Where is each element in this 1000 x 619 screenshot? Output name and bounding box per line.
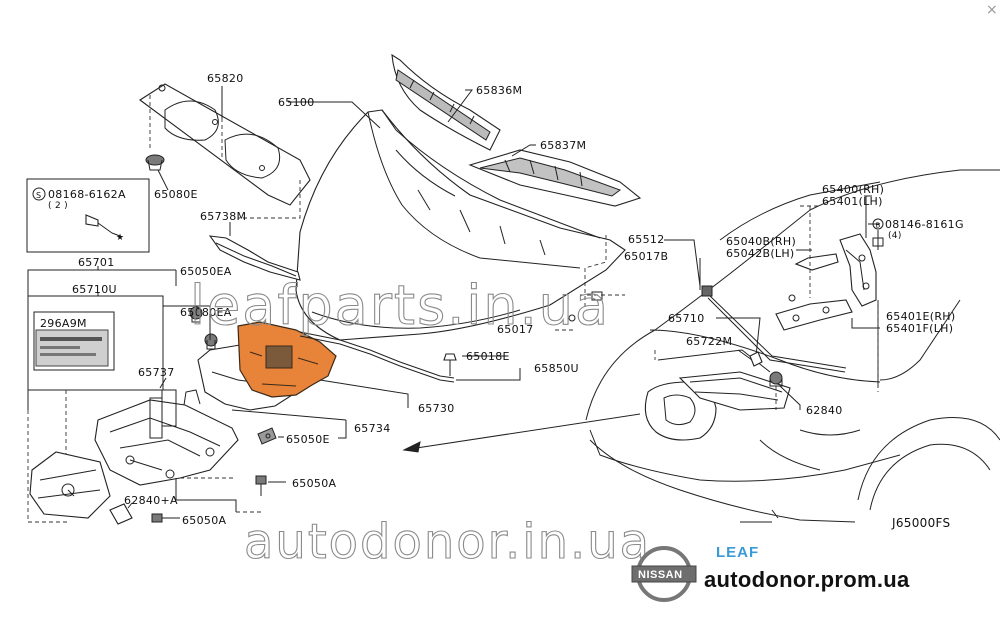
part-65100-hood	[295, 109, 626, 341]
label-62840: 62840	[806, 404, 843, 417]
svg-text:S: S	[36, 191, 41, 200]
diagram-code: J65000FS	[891, 516, 950, 530]
label-65100: 65100	[278, 96, 315, 109]
label-65017: 65017	[497, 323, 534, 336]
part-65050A-bolt	[255, 475, 267, 496]
label-65836M: 65836M	[476, 84, 522, 97]
bolt-box-08168: S ★	[26, 178, 150, 253]
part-65512-clip	[701, 285, 713, 297]
direction-arrow	[402, 413, 641, 453]
label-08168-6162A: 08168-6162A	[48, 188, 126, 201]
part-65738M-seal	[208, 235, 301, 281]
part-62840-bumper	[769, 371, 783, 387]
part-65040B-stay	[788, 253, 839, 302]
label-65850U: 65850U	[534, 362, 579, 375]
label-65018E: 65018E	[466, 350, 510, 363]
label-65050A-upper: 65050A	[292, 477, 336, 490]
part-grille-emblem	[29, 451, 111, 519]
label-65730: 65730	[418, 402, 455, 415]
part-65080E-clip	[145, 154, 165, 171]
part-65722M-clip	[749, 351, 763, 367]
label-65017B: 65017B	[624, 250, 668, 263]
label-65512: 65512	[628, 233, 665, 246]
label-65701: 65701	[78, 256, 115, 269]
label-65710: 65710	[668, 312, 705, 325]
nissan-logo: NISSAN	[631, 546, 697, 602]
part-65710-prop-rod	[707, 295, 847, 373]
label-65710U: 65710U	[72, 283, 117, 296]
label-65722M: 65722M	[686, 335, 732, 348]
car-front-outline	[585, 169, 1000, 523]
part-62840-A-cap	[109, 503, 133, 525]
label-08146-8161G: 08146-8161G	[885, 218, 964, 231]
label-296A9M	[35, 329, 109, 367]
label-65050A-lower: 65050A	[182, 514, 226, 527]
part-65836M-seal	[391, 53, 501, 151]
label-65080E: 65080E	[154, 188, 198, 201]
label-65401F: 65401F(LH)	[886, 322, 953, 335]
part-65050A-bolt-lower	[151, 513, 180, 523]
label-65040B: 65040B(RH)	[726, 235, 796, 248]
model-name: LEAF	[716, 544, 759, 561]
part-65050EA-clips	[189, 306, 218, 350]
watermark-bottom: autodonor.in.ua	[244, 514, 651, 570]
part-65400-hinge	[839, 233, 877, 307]
label-08168-qty: ( 2 )	[48, 201, 68, 211]
label-65401: 65401(LH)	[822, 195, 883, 208]
label-65080EA: 65080EA	[180, 306, 232, 319]
label-65050E: 65050E	[286, 433, 330, 446]
part-65050E-clip	[257, 427, 277, 445]
site-name[interactable]: autodonor.prom.ua	[704, 567, 910, 592]
label-62840A: 62840+A	[124, 494, 178, 507]
label-65837M: 65837M	[540, 139, 586, 152]
label-65042B: 65042B(LH)	[726, 247, 795, 260]
label-65734: 65734	[354, 422, 391, 435]
part-65820-insulator	[139, 83, 311, 206]
label-296A9M: 296A9M	[40, 317, 87, 330]
nissan-logo-text: NISSAN	[638, 569, 683, 581]
svg-text:★: ★	[116, 233, 124, 243]
part-65737-lock-bracket	[94, 389, 239, 486]
label-08146-qty: (4)	[888, 231, 902, 241]
label-65738M: 65738M	[200, 210, 246, 223]
label-65737: 65737	[138, 366, 175, 379]
label-65400: 65400(RH)	[822, 183, 884, 196]
watermark-top: leafparts.in.ua	[190, 274, 610, 337]
part-65837M-seal	[468, 149, 642, 207]
label-65820: 65820	[207, 72, 244, 85]
b-mark: B	[876, 222, 881, 230]
label-65401E: 65401E(RH)	[886, 310, 955, 323]
car-grille-area	[644, 349, 791, 441]
part-65401E-hinge	[775, 299, 853, 331]
part-65850U-rod	[299, 331, 455, 383]
close-icon[interactable]: ×	[986, 2, 998, 18]
label-65050EA-upper: 65050EA	[180, 265, 232, 278]
clip-65018E	[443, 353, 457, 376]
